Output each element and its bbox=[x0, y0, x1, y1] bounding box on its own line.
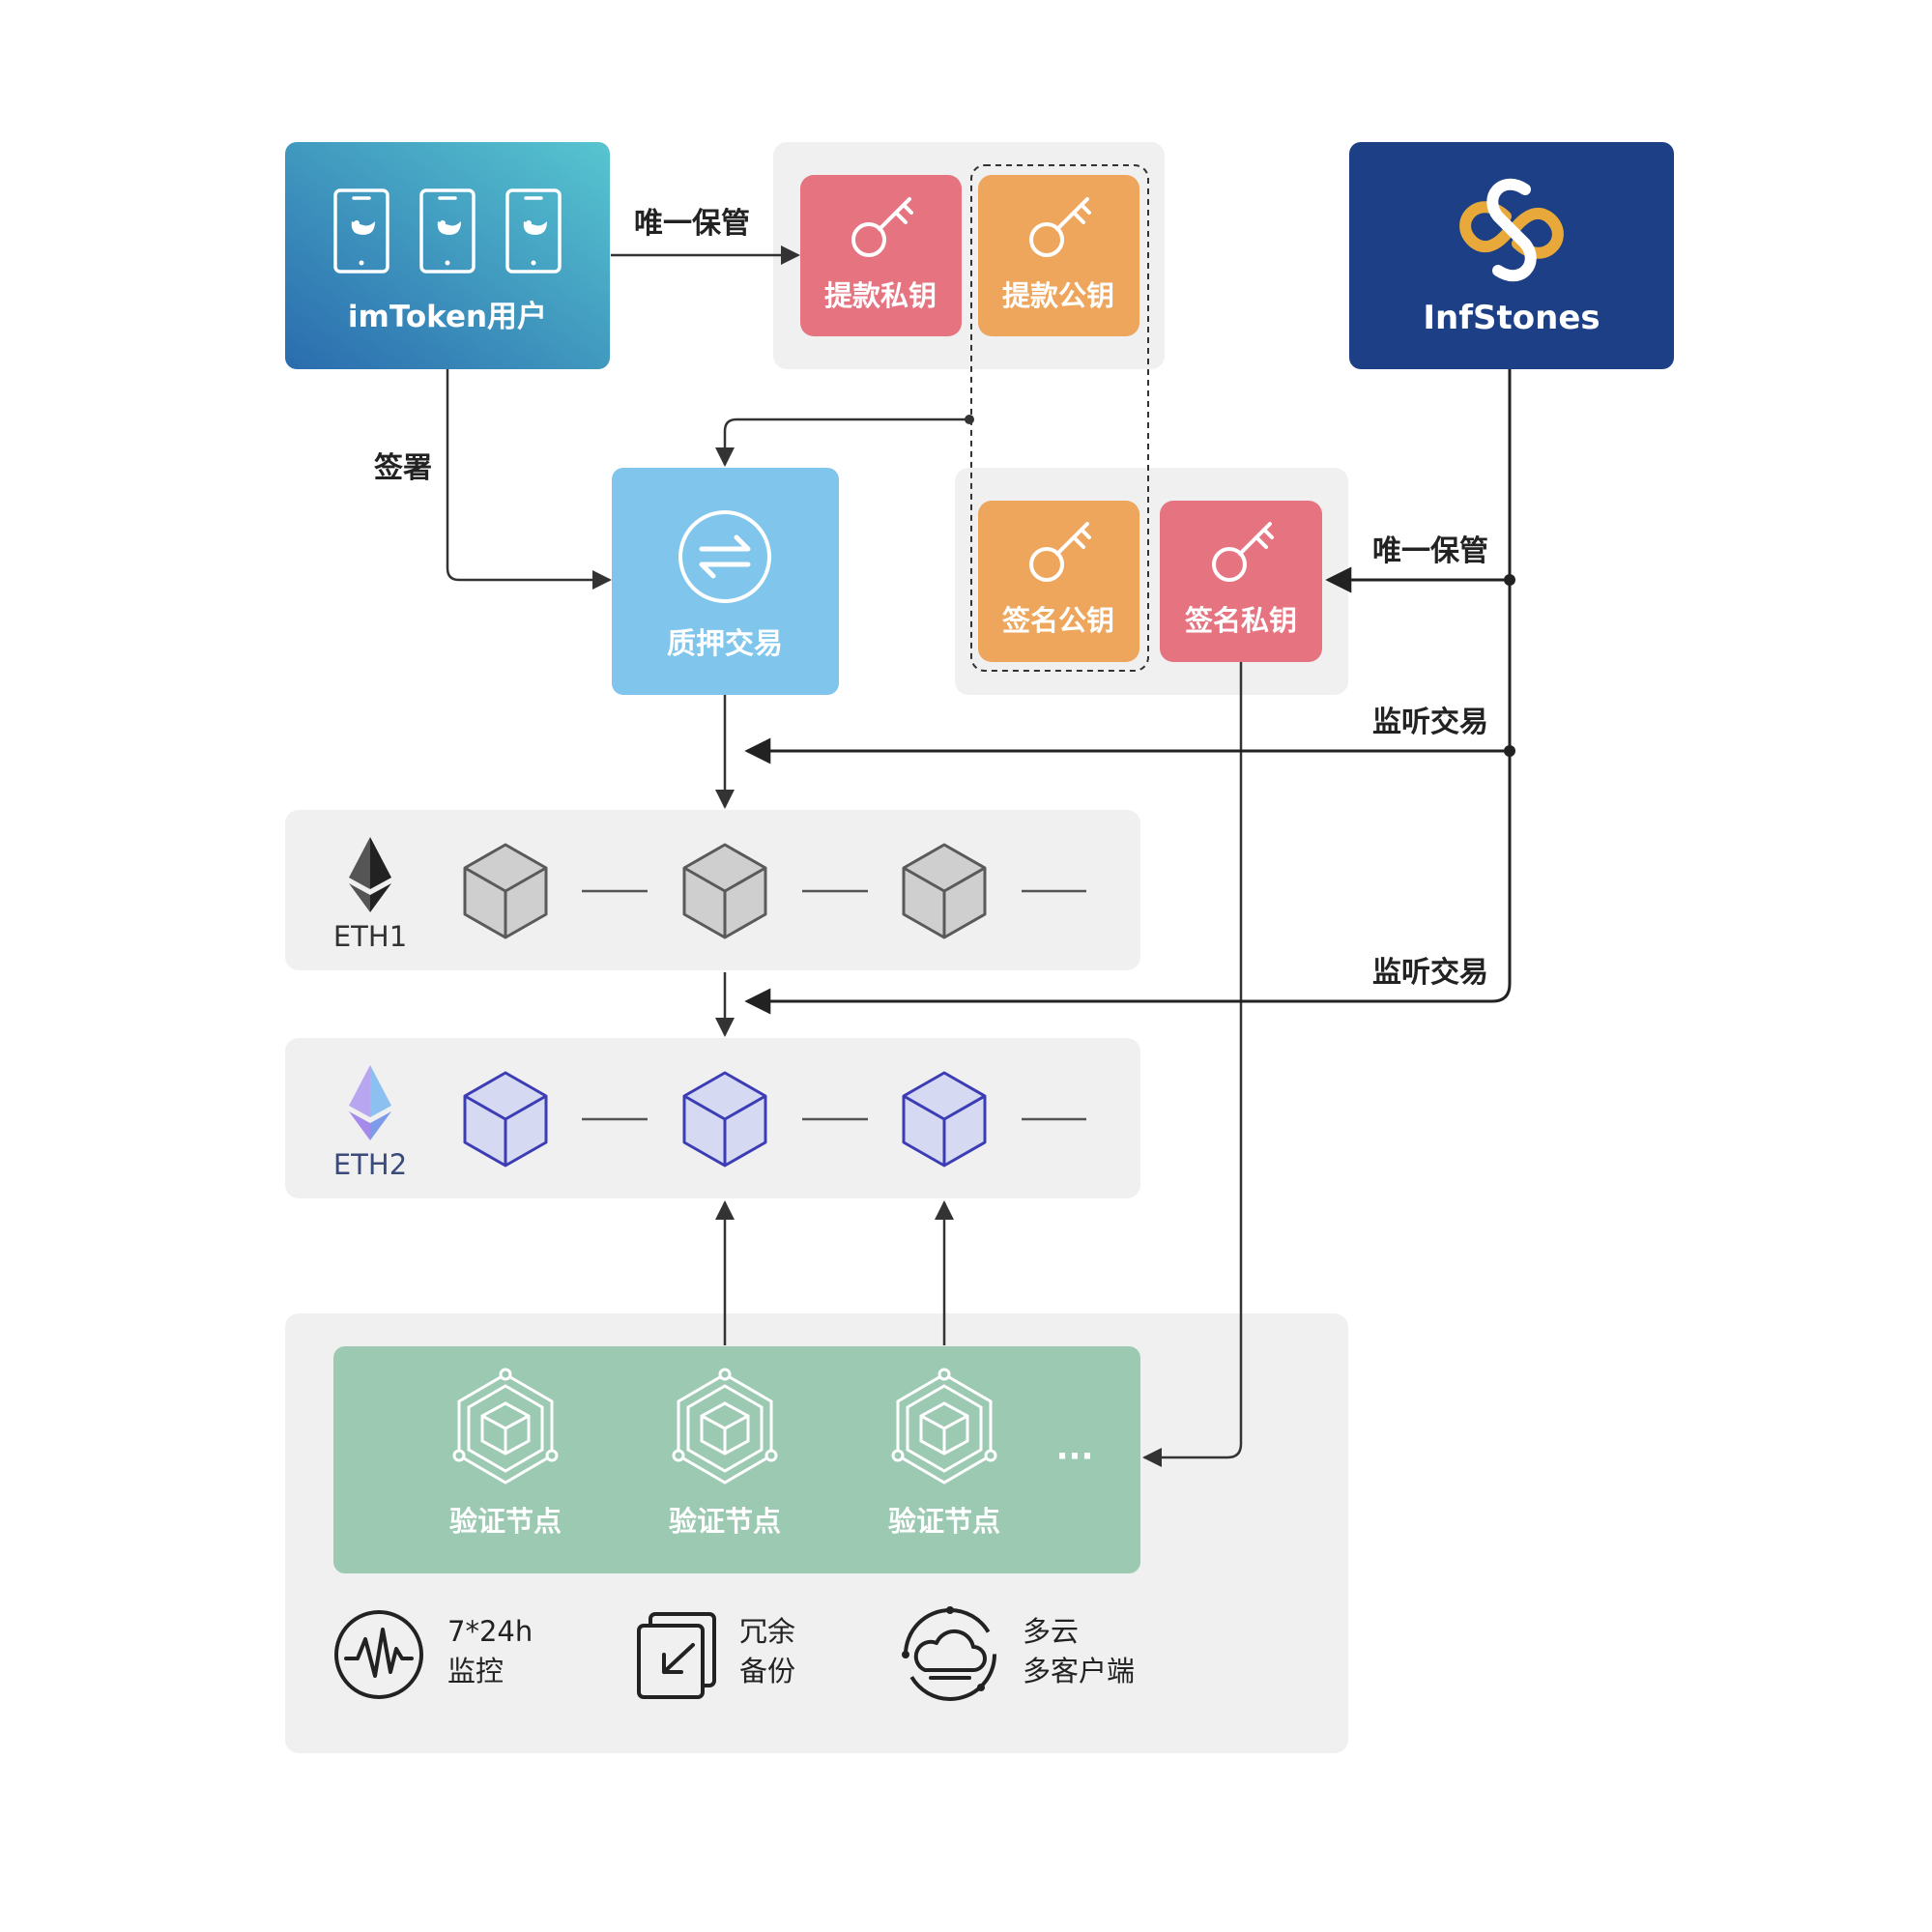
sign-arrow bbox=[446, 369, 612, 590]
feature-monitoring-line1: 7*24h bbox=[447, 1615, 533, 1648]
provider-trunk-line bbox=[744, 369, 1512, 1015]
junction-dot bbox=[1504, 574, 1515, 586]
eth1-label: ETH1 bbox=[333, 920, 407, 953]
stake-transaction-box: 质押交易 bbox=[612, 468, 839, 695]
backup-icon bbox=[637, 1612, 716, 1699]
validator-node-label: 验证节点 bbox=[669, 1505, 781, 1538]
feature-monitoring-line2: 监控 bbox=[447, 1655, 504, 1687]
listen-label-1: 监听交易 bbox=[1372, 706, 1488, 739]
sign-private-key: 签名私钥 bbox=[1160, 501, 1322, 662]
connectors bbox=[446, 245, 1243, 1467]
infstones-logo-icon bbox=[1459, 178, 1564, 282]
infstones-name: InfStones bbox=[1423, 299, 1600, 337]
monitor-pulse-icon bbox=[334, 1610, 423, 1699]
withdraw-public-key-label: 提款公钥 bbox=[1002, 279, 1114, 312]
feature-monitoring: 7*24h 监控 bbox=[334, 1610, 533, 1699]
exchange-icon bbox=[678, 510, 771, 603]
ethereum-logo-icon bbox=[349, 1065, 391, 1140]
stake-transaction-label: 质押交易 bbox=[667, 627, 783, 661]
sign-public-key-label: 签名公钥 bbox=[1002, 604, 1114, 637]
withdraw-private-key-label: 提款私钥 bbox=[824, 279, 937, 312]
custody-label-top: 唯一保管 bbox=[634, 207, 750, 241]
multi-cloud-icon bbox=[902, 1606, 996, 1701]
junction-dot bbox=[1504, 745, 1515, 757]
sign-private-key-label: 签名私钥 bbox=[1185, 604, 1297, 637]
provider-connectors bbox=[744, 369, 1512, 1015]
eth2-label: ETH2 bbox=[333, 1148, 407, 1181]
custody-label-right: 唯一保管 bbox=[1372, 534, 1488, 568]
sign-public-key: 签名公钥 bbox=[978, 501, 1139, 662]
ethereum-logo-icon bbox=[349, 837, 391, 912]
feature-backup-line1: 冗余 bbox=[739, 1615, 795, 1648]
validator-group: 验证节点 验证节点 验证节点 ··· bbox=[333, 1346, 1140, 1573]
eth1-chain: ETH1 bbox=[333, 837, 1086, 953]
public-key-to-stake-arrow bbox=[715, 418, 969, 467]
validator-node-label: 验证节点 bbox=[888, 1505, 1000, 1538]
feature-backup: 冗余 备份 bbox=[637, 1612, 795, 1699]
infstones-box: InfStones bbox=[1349, 142, 1674, 369]
feature-multicloud-line1: 多云 bbox=[1023, 1615, 1079, 1648]
listen-label-2: 监听交易 bbox=[1372, 956, 1488, 990]
junction-dot bbox=[965, 415, 974, 424]
withdraw-private-key: 提款私钥 bbox=[800, 175, 962, 336]
imtoken-user-box: imToken用户 bbox=[285, 142, 610, 369]
withdraw-public-key: 提款公钥 bbox=[978, 175, 1139, 336]
validator-more-ellipsis: ··· bbox=[1056, 1437, 1094, 1476]
feature-multicloud: 多云 多客户端 bbox=[902, 1606, 1135, 1701]
imtoken-user-label: imToken用户 bbox=[348, 300, 547, 334]
validator-node-label: 验证节点 bbox=[449, 1505, 562, 1538]
sign-label: 签署 bbox=[374, 451, 432, 485]
feature-backup-line2: 备份 bbox=[739, 1655, 795, 1687]
sign-key-to-validators-arrow bbox=[1142, 662, 1243, 1467]
public-keys-dashed-group bbox=[970, 164, 1149, 672]
eth2-chain: ETH2 bbox=[333, 1065, 1086, 1181]
feature-multicloud-line2: 多客户端 bbox=[1023, 1655, 1135, 1687]
